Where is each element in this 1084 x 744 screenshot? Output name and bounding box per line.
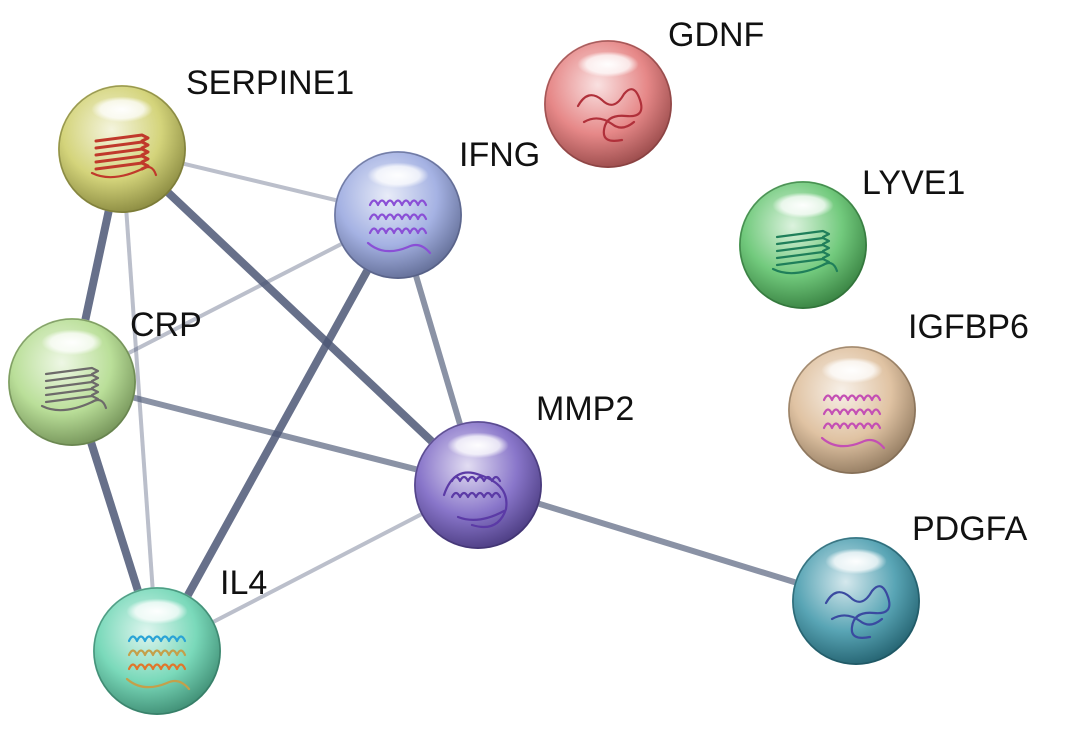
node-highlight — [91, 96, 153, 123]
protein-structure-icon — [90, 133, 158, 179]
node-highlight — [772, 192, 834, 219]
node-outline — [58, 85, 186, 213]
edges-layer — [68, 146, 857, 653]
node-label-crp: CRP — [130, 306, 202, 344]
node-highlight — [126, 598, 188, 625]
node-pdgfa[interactable] — [792, 537, 920, 665]
node-sphere — [739, 181, 867, 309]
node-outline — [334, 151, 462, 279]
node-highlight — [367, 162, 429, 189]
node-outline — [414, 421, 542, 549]
node-highlight — [825, 548, 887, 575]
node-ifng[interactable] — [334, 151, 462, 279]
edge-ifng-il4 — [153, 213, 402, 653]
node-label-serpine1: SERPINE1 — [186, 64, 354, 102]
node-sphere — [414, 421, 542, 549]
protein-structure-icon — [771, 229, 839, 275]
node-highlight — [447, 432, 509, 459]
node-outline — [792, 537, 920, 665]
node-serpine1[interactable] — [58, 85, 186, 213]
node-igfbp6[interactable] — [788, 346, 916, 474]
protein-structure-icon — [820, 394, 886, 450]
node-crp[interactable] — [8, 318, 136, 446]
edge-serpine1-mmp2 — [119, 146, 481, 488]
edge-mmp2-pdgfa — [477, 482, 857, 604]
node-lyve1[interactable] — [739, 181, 867, 309]
node-label-lyve1: LYVE1 — [862, 164, 965, 202]
protein-structure-icon — [824, 585, 891, 639]
node-outline — [93, 587, 221, 715]
node-highlight — [821, 357, 883, 384]
node-label-gdnf: GDNF — [668, 16, 764, 54]
protein-structure-icon — [442, 471, 508, 529]
node-highlight — [41, 329, 103, 356]
node-label-ifng: IFNG — [459, 136, 540, 174]
node-outline — [8, 318, 136, 446]
protein-structure-icon — [576, 88, 643, 142]
protein-structure-icon — [366, 199, 432, 255]
node-highlight — [577, 51, 639, 78]
node-sphere — [58, 85, 186, 213]
protein-structure-icon — [125, 635, 191, 691]
node-outline — [739, 181, 867, 309]
node-mmp2[interactable] — [414, 421, 542, 549]
labels-layer: SERPINE1 IFNG CRP MMP2 IL4 GDNF LYVE1 IG… — [130, 16, 1029, 602]
node-outline — [788, 346, 916, 474]
node-outline — [544, 40, 672, 168]
node-sphere — [8, 318, 136, 446]
protein-structure-icon — [40, 366, 108, 412]
node-label-il4: IL4 — [220, 564, 267, 602]
node-label-igfbp6: IGFBP6 — [908, 308, 1029, 346]
nodes-layer — [8, 40, 920, 715]
node-label-mmp2: MMP2 — [536, 390, 634, 428]
node-gdnf[interactable] — [544, 40, 672, 168]
node-il4[interactable] — [93, 587, 221, 715]
node-label-pdgfa: PDGFA — [912, 510, 1028, 548]
